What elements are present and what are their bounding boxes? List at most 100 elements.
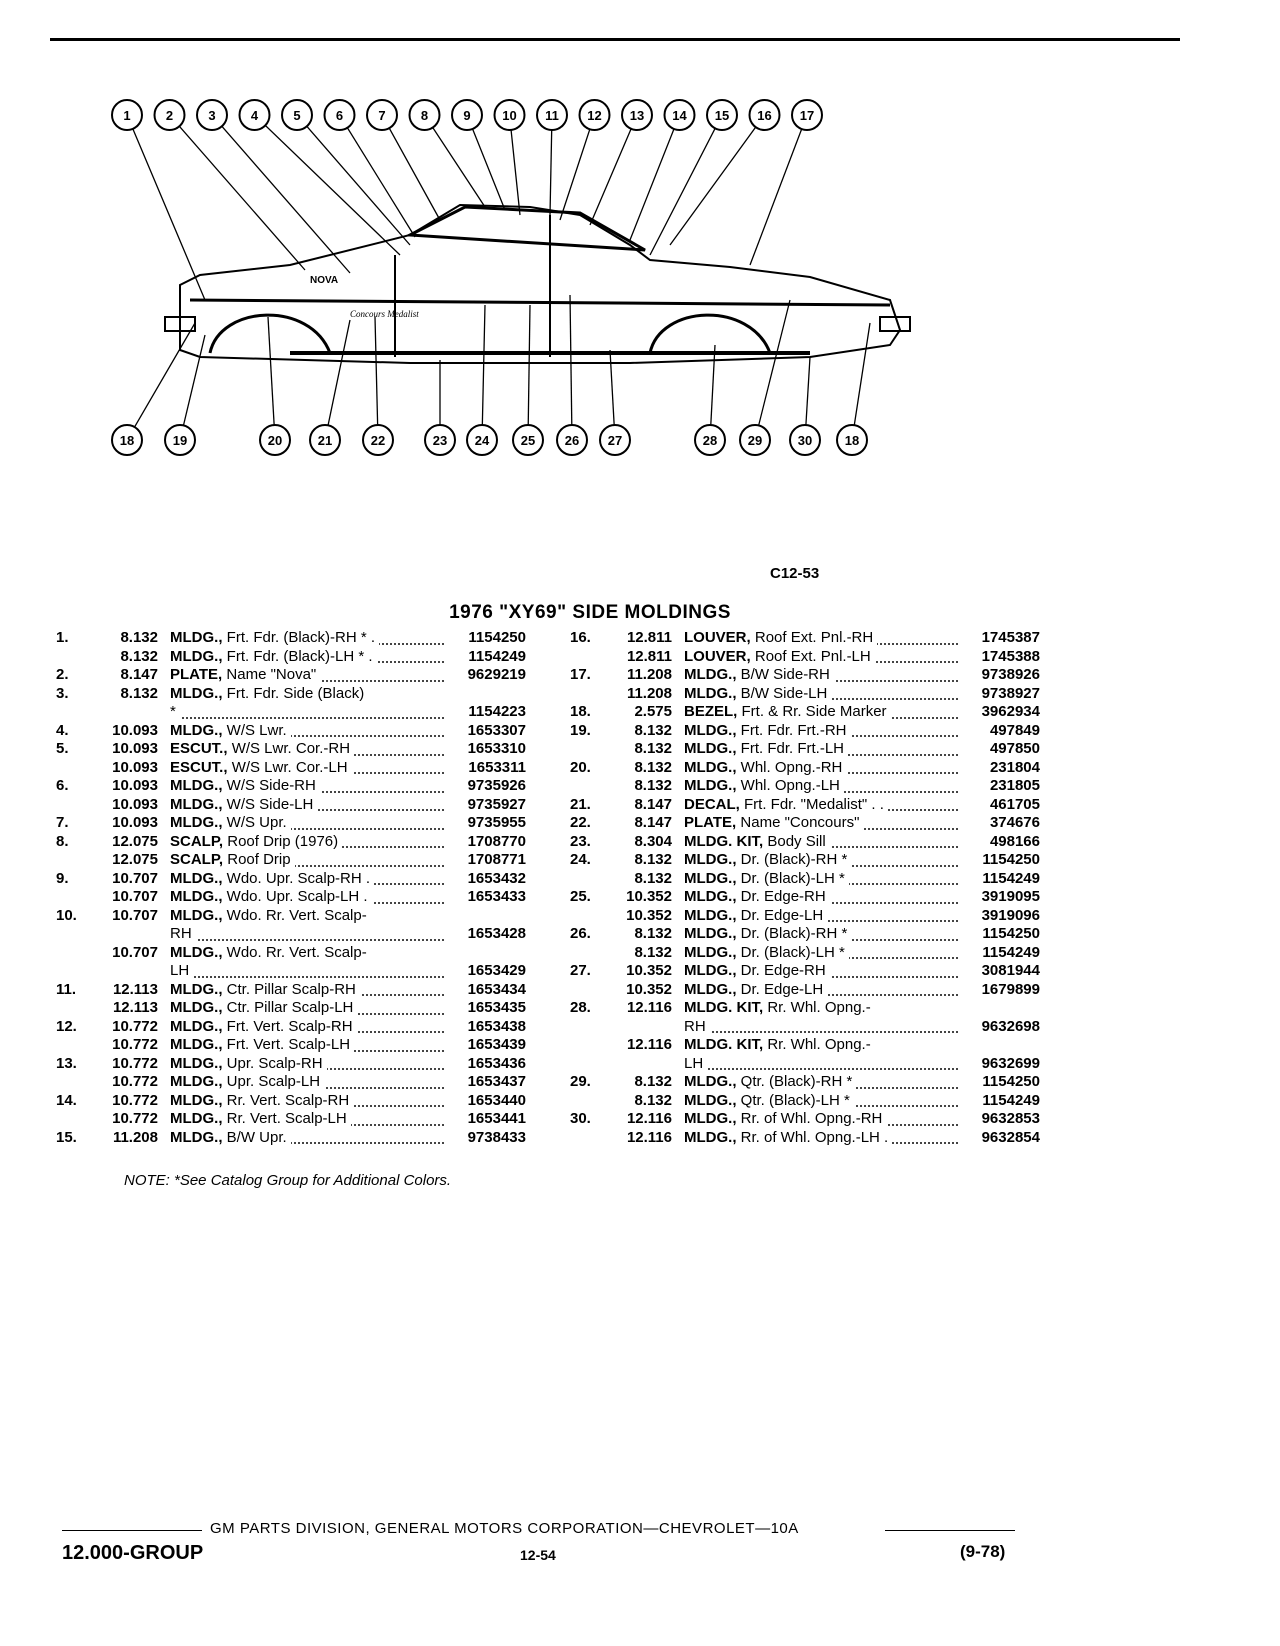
part-number: 1154249: [982, 943, 1040, 961]
callout-29: 29: [739, 299, 791, 456]
group-number: 10.772: [112, 1036, 158, 1053]
item-number: [570, 907, 612, 926]
item-number: [570, 944, 612, 963]
part-number: 1679899: [981, 980, 1040, 998]
item-number: 29.: [570, 1073, 591, 1090]
group-number: 10.772: [112, 1091, 158, 1109]
part-number: 3962934: [981, 703, 1040, 720]
part-number: 3081944: [981, 962, 1040, 979]
part-description: MLDG., Dr. (Black)-LH *: [684, 869, 958, 889]
part-number: 9629219: [467, 666, 526, 683]
callout-9: 9: [451, 99, 506, 211]
part-number: 1653310: [467, 740, 526, 757]
part-description: MLDG., Rr. Vert. Scalp-LH: [170, 1110, 444, 1129]
callout-7: 7: [366, 99, 441, 221]
group-number: 10.093: [112, 795, 158, 813]
group-number: 12.116: [626, 1110, 672, 1127]
group-number: 10.707: [112, 943, 158, 961]
group-number: 10.707: [112, 869, 158, 887]
callout-19: 19: [164, 334, 206, 456]
group-number: 10.352: [626, 906, 672, 924]
svg-text:26: 26: [565, 433, 579, 448]
part-number: 9632698: [981, 1017, 1040, 1035]
group-number: 8.132: [634, 721, 672, 739]
part-description: MLDG., W/S Lwr.: [170, 721, 444, 741]
part-description: MLDG., Ctr. Pillar Scalp-RH: [170, 980, 444, 1000]
item-number: 1.: [56, 629, 69, 646]
part-description: RH: [684, 1017, 958, 1037]
svg-text:3: 3: [208, 108, 215, 123]
part-description: MLDG., B/W Upr.: [170, 1128, 444, 1148]
callout-12: 12: [559, 99, 611, 221]
item-number: 9.: [56, 869, 69, 887]
part-description: MLDG., Wdo. Upr. Scalp-RH .: [170, 869, 444, 889]
svg-text:14: 14: [672, 108, 687, 123]
part-description: MLDG., Rr. of Whl. Opng.-RH: [684, 1110, 958, 1129]
item-number: 21.: [570, 795, 591, 813]
item-number: 11.: [56, 980, 77, 998]
callout-18: 18: [836, 322, 871, 456]
group-number: 10.707: [112, 888, 158, 905]
svg-text:27: 27: [608, 433, 622, 448]
part-description: MLDG., Dr. (Black)-RH *: [684, 925, 958, 944]
part-number: 1653434: [467, 980, 526, 998]
item-number: 16.: [570, 629, 591, 646]
item-number: 17.: [570, 666, 591, 683]
part-description: MLDG., Frt. Fdr. (Black)-LH * .: [170, 647, 444, 667]
part-number: 1154250: [468, 629, 526, 646]
date-code: (9-78): [960, 1542, 1006, 1561]
part-number: [958, 1036, 1040, 1055]
group-number: 10.772: [112, 1110, 158, 1127]
part-number: 498166: [989, 832, 1040, 850]
footer-rule-left: [62, 1530, 202, 1531]
part-number: 3919095: [981, 888, 1040, 905]
item-number: 30.: [570, 1110, 591, 1127]
item-number: 24.: [570, 851, 591, 868]
callout-27: 27: [599, 349, 631, 456]
part-number: 1745388: [981, 647, 1040, 665]
part-description: MLDG., Rr. of Whl. Opng.-LH .: [684, 1128, 958, 1148]
part-description: MLDG., Wdo. Rr. Vert. Scalp-: [170, 943, 444, 963]
callout-28: 28: [694, 344, 726, 456]
part-description: ESCUT., W/S Lwr. Cor.-RH: [170, 740, 444, 759]
group-number: 11.208: [626, 684, 672, 702]
item-number: [570, 1018, 612, 1037]
note: NOTE: *See Catalog Group for Additional …: [124, 1172, 452, 1189]
parts-row: 10.772 MLDG., Rr. Vert. Scalp-LH 1653441: [56, 1110, 526, 1129]
part-number: 1653441: [467, 1110, 526, 1127]
part-number: 1708771: [467, 851, 526, 868]
group-number: 10.352: [626, 980, 672, 998]
svg-text:20: 20: [268, 433, 282, 448]
group-number: 8.132: [634, 869, 672, 887]
item-number: 3.: [56, 684, 69, 702]
item-number: 15.: [56, 1128, 77, 1146]
group-number: 11.208: [112, 1128, 158, 1146]
item-number: [56, 796, 98, 815]
item-number: [56, 703, 98, 722]
footer-division: GM PARTS DIVISION, GENERAL MOTORS CORPOR…: [210, 1520, 799, 1537]
group-number: 11.208: [626, 666, 672, 683]
group-number: 12.113: [112, 999, 158, 1016]
callout-18: 18: [111, 322, 196, 456]
item-number: [56, 944, 98, 963]
group-label: 12.000-GROUP: [62, 1542, 204, 1564]
